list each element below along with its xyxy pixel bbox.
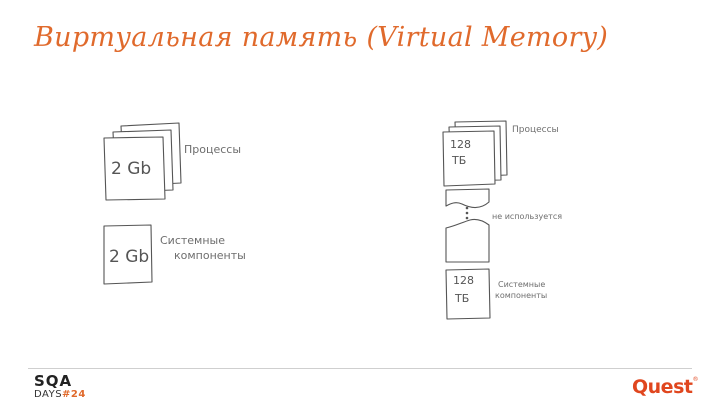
left-process-sheet-front — [103, 136, 166, 201]
sqa-logo-text: SQA — [34, 372, 73, 390]
right-system-size-number: 128 — [453, 274, 474, 287]
right-process-size-unit: ТБ — [452, 154, 467, 167]
footer-divider — [28, 368, 692, 369]
left-system-label-line2: компоненты — [174, 249, 246, 262]
unused-dots — [465, 206, 469, 220]
quest-trademark: ® — [692, 376, 698, 383]
sqa-days-logo: SQA DAYS#24 — [34, 372, 96, 402]
sqa-days-line: DAYS#24 — [34, 389, 86, 400]
quest-logo-text: Quest — [632, 376, 693, 398]
sqa-days-text: DAYS — [34, 389, 63, 400]
left-system-label-line1: Системные — [160, 234, 225, 247]
right-system-box — [445, 268, 491, 320]
right-system-label-line1: Системные — [498, 280, 546, 289]
unused-dot-3 — [465, 216, 469, 220]
right-unused-region-lower — [445, 218, 490, 263]
unused-dot-1 — [465, 206, 469, 210]
right-process-sheet-front — [442, 130, 496, 187]
right-unused-label: не используется — [492, 212, 563, 221]
quest-logo: Quest® — [632, 376, 698, 398]
right-unused-region — [445, 188, 490, 209]
slide-title: Виртуальная память (Virtual Memory) — [34, 22, 609, 53]
unused-dot-2 — [465, 211, 469, 215]
left-process-size: 2 Gb — [111, 159, 152, 179]
left-system-box — [103, 224, 153, 285]
sqa-days-number: #24 — [62, 389, 86, 400]
left-system-size: 2 Gb — [109, 247, 150, 267]
right-process-size-number: 128 — [450, 138, 471, 151]
right-system-label-line2: компоненты — [495, 291, 548, 300]
left-process-label: Процессы — [184, 143, 242, 156]
right-process-label: Процессы — [512, 125, 559, 135]
right-system-size-unit: ТБ — [455, 292, 470, 305]
